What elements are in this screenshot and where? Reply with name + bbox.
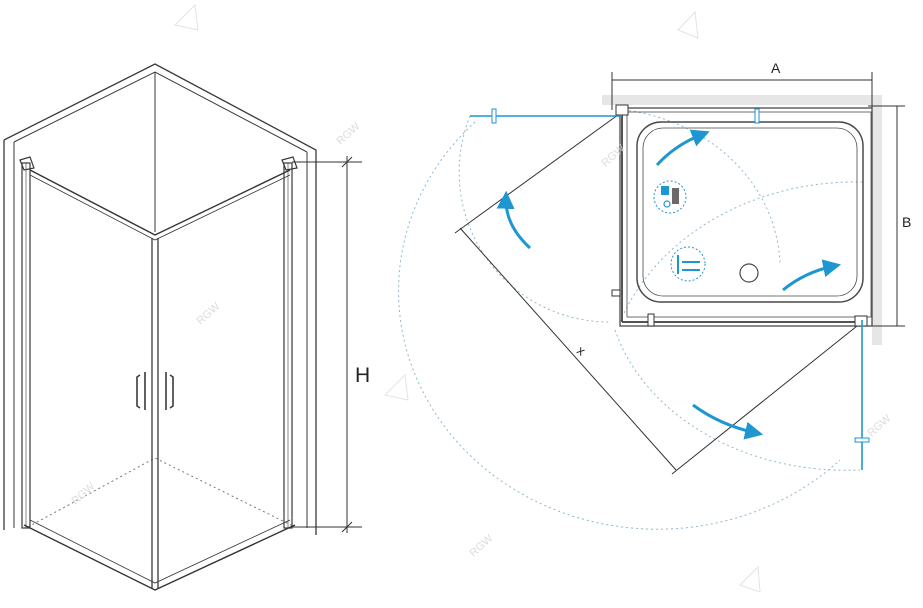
bottom-rails [23, 519, 296, 591]
diagonal-x-dimension [454, 111, 863, 475]
counterclockwise-arrow-icon [496, 190, 532, 250]
side-wall [872, 95, 882, 345]
door-swing-arcs [398, 109, 863, 530]
right-wall-profile [281, 156, 298, 529]
clockwise-arrow-icon [692, 403, 764, 440]
door-meeting-stiles [151, 238, 159, 588]
swing-direction-arrows [496, 129, 842, 440]
clockwise-arrow-icon [655, 129, 710, 167]
depth-b-label: B [902, 214, 912, 230]
glass-panels [621, 112, 862, 323]
shower-tray [619, 107, 873, 327]
open-doors [470, 108, 870, 470]
corner-walls [3, 63, 317, 535]
hinge-blocks [611, 104, 868, 327]
depth-b-dimension [868, 105, 905, 327]
clockwise-arrow-icon [782, 259, 842, 292]
top-rails [29, 169, 291, 241]
height-dimension [292, 156, 362, 533]
floor-outline [27, 457, 296, 528]
width-a-label: A [771, 60, 781, 76]
isometric-view [3, 63, 362, 591]
seal-detail-icon [670, 246, 706, 282]
watermark-marks [173, 3, 761, 593]
drain [739, 263, 759, 283]
plan-view [398, 72, 905, 530]
left-wall-profile [19, 156, 35, 529]
width-a-dimension [611, 72, 873, 110]
door-handles [136, 372, 174, 410]
back-wall [602, 95, 880, 105]
height-label: H [355, 364, 371, 387]
hinge-detail-icon [653, 180, 687, 214]
